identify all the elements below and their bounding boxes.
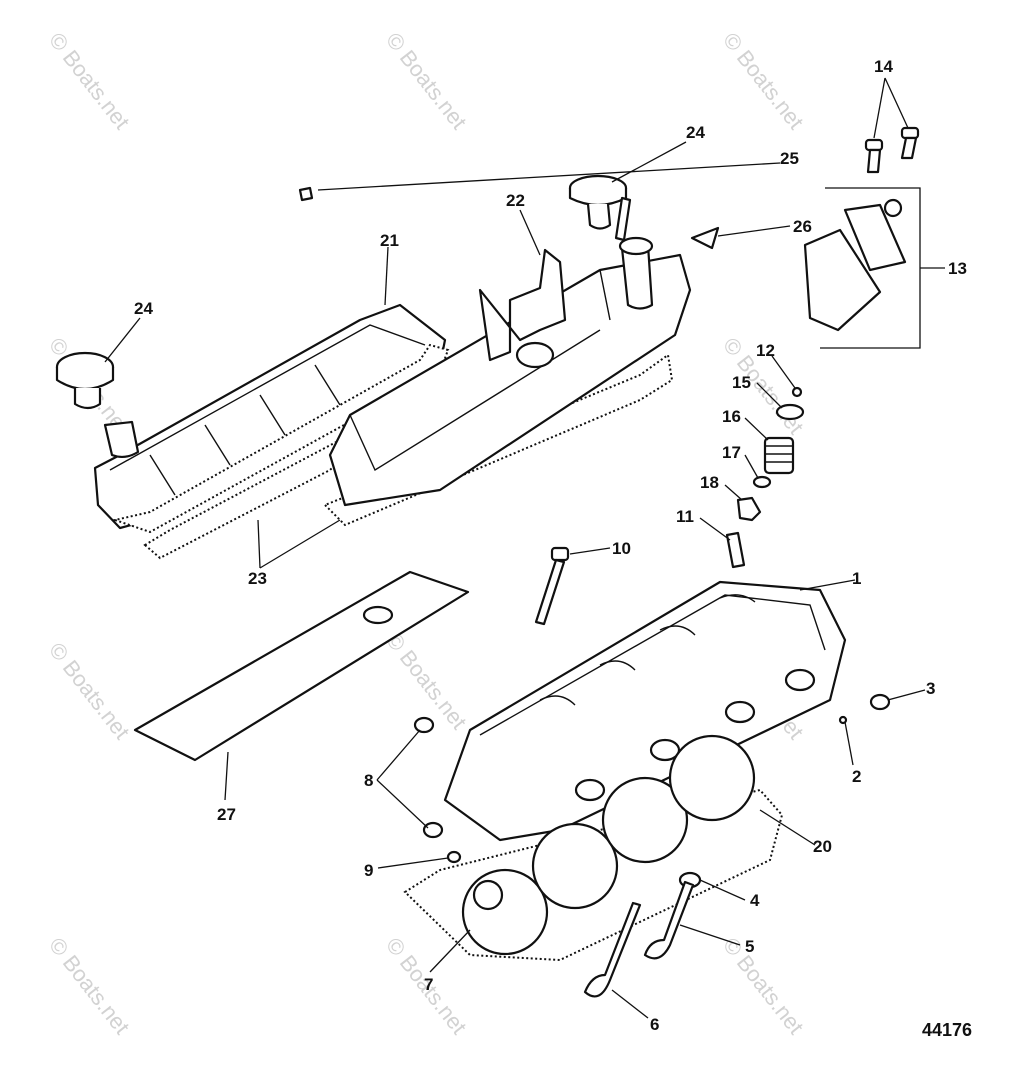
callout-11: 11 bbox=[676, 507, 694, 526]
watermark: © Boats.net bbox=[44, 28, 135, 134]
callout-21: 21 bbox=[380, 231, 399, 250]
head-bolt bbox=[534, 546, 570, 626]
callout-1: 1 bbox=[852, 569, 861, 588]
callout-16: 16 bbox=[722, 407, 741, 426]
callout-24-left: 24 bbox=[134, 299, 153, 318]
rocker-cover-left bbox=[93, 303, 450, 534]
valve-spring-stack bbox=[725, 386, 805, 569]
callout-27: 27 bbox=[217, 805, 236, 824]
rocker-arm-assembly bbox=[803, 187, 945, 349]
figure-number: 44176 bbox=[922, 1020, 972, 1040]
callout-6: 6 bbox=[650, 1015, 659, 1034]
rocker-cover-right bbox=[328, 236, 692, 507]
plugs bbox=[413, 693, 891, 864]
oil-fill-cap-left bbox=[55, 351, 140, 459]
callout-10: 10 bbox=[612, 539, 631, 558]
cylinder-head bbox=[443, 580, 847, 842]
watermark: © Boats.net bbox=[718, 933, 809, 1039]
callout-labels: 1 2 3 4 5 6 7 8 9 10 11 12 13 14 15 16 1… bbox=[134, 57, 967, 1034]
leader-lines bbox=[104, 77, 926, 1019]
watermark: © Boats.net bbox=[718, 28, 809, 134]
watermark: © Boats.net bbox=[381, 28, 472, 134]
callout-22: 22 bbox=[506, 191, 525, 210]
callout-25: 25 bbox=[780, 149, 799, 168]
callout-14: 14 bbox=[874, 57, 893, 76]
callout-17: 17 bbox=[722, 443, 741, 462]
rocker-bolts bbox=[864, 126, 920, 174]
callout-13: 13 bbox=[948, 259, 967, 278]
callout-3: 3 bbox=[926, 679, 935, 698]
callout-2: 2 bbox=[852, 767, 861, 786]
callout-18: 18 bbox=[700, 473, 719, 492]
callout-23: 23 bbox=[248, 569, 267, 588]
watermark: © Boats.net bbox=[44, 638, 135, 744]
callout-20: 20 bbox=[813, 837, 832, 856]
callout-26: 26 bbox=[793, 217, 812, 236]
valves bbox=[472, 871, 702, 998]
watermark: © Boats.net bbox=[44, 933, 135, 1039]
cover-bolt bbox=[298, 186, 632, 242]
callout-4: 4 bbox=[750, 891, 760, 910]
oil-fill-cap-right bbox=[568, 174, 628, 230]
clip bbox=[690, 226, 720, 250]
callout-24-right: 24 bbox=[686, 123, 705, 142]
head-gasket bbox=[403, 734, 784, 962]
valley-cover-plate bbox=[133, 570, 470, 762]
callout-12: 12 bbox=[756, 341, 775, 360]
callout-5: 5 bbox=[745, 937, 754, 956]
callout-15: 15 bbox=[732, 373, 751, 392]
callout-8: 8 bbox=[364, 771, 373, 790]
callout-7: 7 bbox=[424, 975, 433, 994]
callout-9: 9 bbox=[364, 861, 373, 880]
